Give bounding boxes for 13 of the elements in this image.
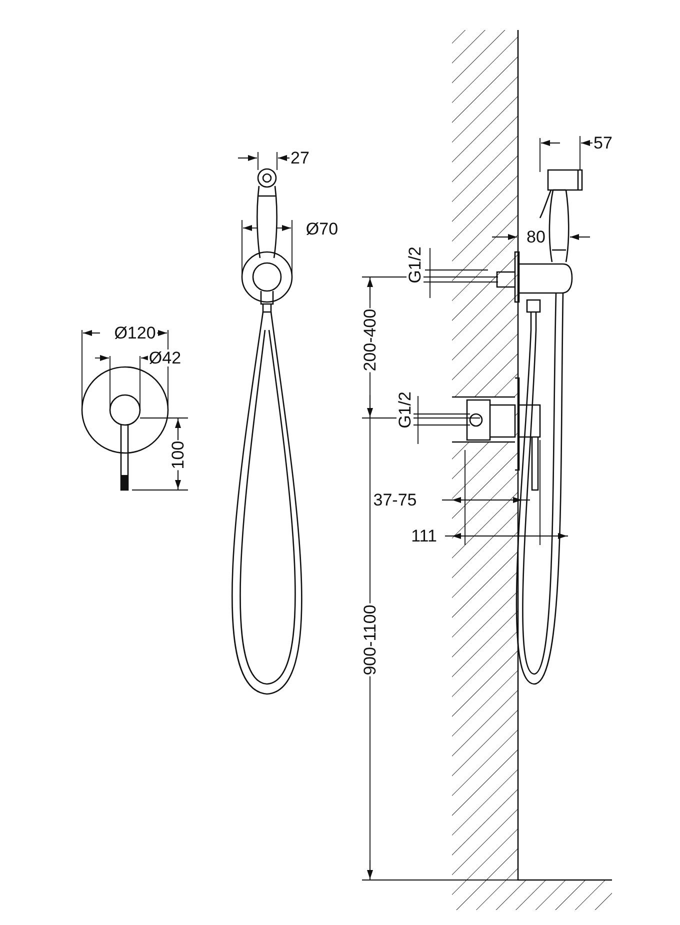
dimension-value: 37-75 — [372, 492, 418, 508]
dimension-value: Ø42 — [148, 350, 182, 366]
dimension-value: Ø120 — [113, 324, 157, 342]
dimension-value: 111 — [410, 528, 438, 544]
dimension-value: 900-1100 — [362, 604, 378, 676]
dimension-value: G1/2 — [406, 246, 424, 284]
dimension-value: 100 — [170, 440, 186, 470]
dimension-value: 80 — [526, 228, 546, 246]
dimension-value: 57 — [592, 134, 614, 152]
dimension-value: Ø70 — [304, 220, 340, 238]
dimension-value: G1/2 — [396, 390, 414, 430]
dimension-value: 200-400 — [362, 308, 378, 372]
dimension-value: 27 — [290, 150, 310, 166]
